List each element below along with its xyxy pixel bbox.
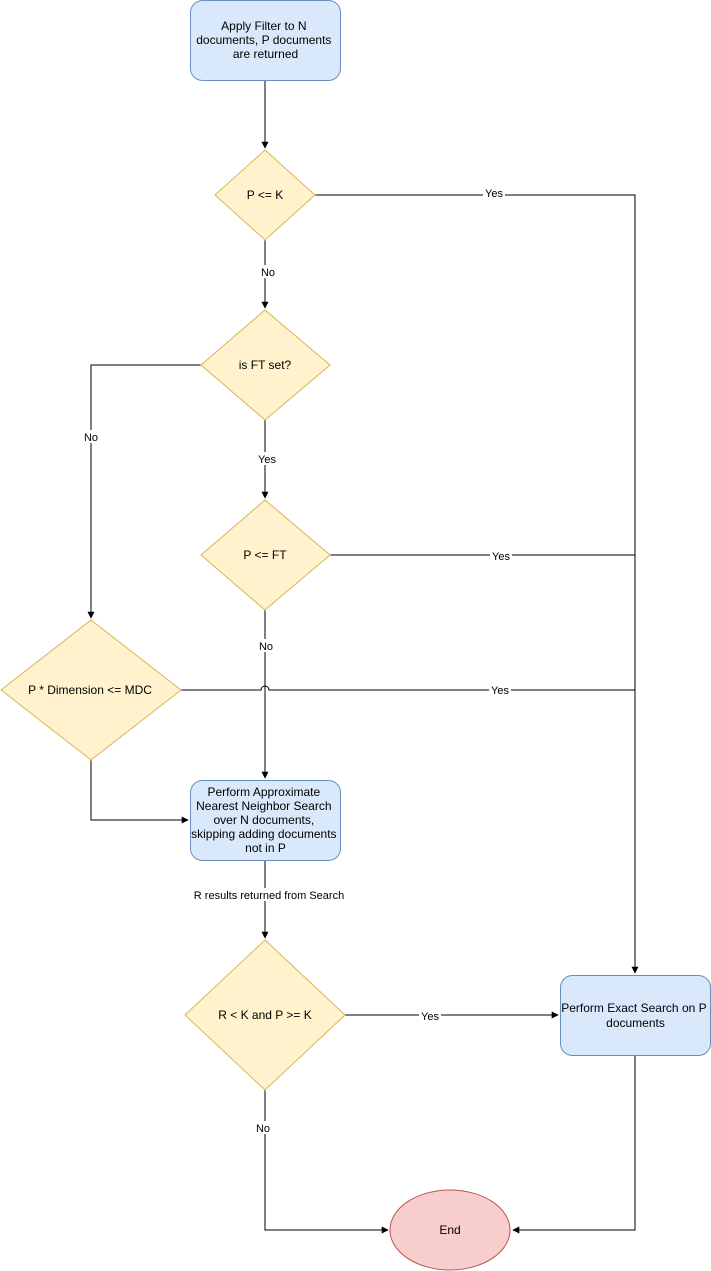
approx-search-line-5: not in P [245, 841, 286, 855]
exact-search-line-1: Perform Exact Search on P [561, 1001, 706, 1015]
is-ft-set-decision: is FT set? [200, 309, 331, 421]
edge-label-r-lt-k-no: No [256, 1123, 270, 1135]
p-le-ft-decision: P <= FT [200, 499, 331, 611]
approx-search-line-1: Perform Approximate [207, 785, 320, 799]
edge-label-p-le-k-yes: Yes [485, 188, 503, 200]
edge-ft-set-no [87, 364, 201, 619]
r-lt-k-label: R < K and P >= K [218, 1008, 312, 1022]
svg-text:Apply Filter to N docume: Apply Filter to N documents, P documents… [196, 19, 335, 61]
svg-text:Perform Exact Search on P: Perform Exact Search on P documents [561, 1001, 710, 1030]
edge-label-p-le-k-no: No [261, 267, 275, 279]
exact-search-line-2: documents [606, 1016, 665, 1030]
edge-r-lt-k-no [264, 1090, 389, 1234]
end-node: End [389, 1189, 511, 1271]
approx-search-line-4: skipping adding documents [191, 827, 336, 841]
p-le-ft-label: P <= FT [243, 548, 287, 562]
apply-filter-line-2: documents, P documents [196, 33, 331, 47]
edge-label-p-le-ft-no: No [259, 641, 273, 653]
p-le-k-decision: P <= K [214, 149, 316, 241]
p-dim-le-mdc-decision: P * Dimension <= MDC [0, 619, 182, 761]
apply-filter-node: Apply Filter to N documents, P documents… [190, 0, 341, 81]
edges [87, 80, 639, 1234]
edge-label-r-lt-k-yes: Yes [421, 1011, 439, 1023]
edge-p-le-k-yes [315, 194, 639, 974]
p-le-k-label: P <= K [247, 188, 283, 202]
edge-label-ft-set-yes: Yes [258, 454, 276, 466]
edge-mdc-no [90, 760, 189, 824]
apply-filter-line-1: Apply Filter to N [221, 19, 306, 33]
approx-search-line-2: Nearest Neighbor Search [196, 799, 331, 813]
edge-mdc-yes [181, 685, 635, 691]
is-ft-set-label: is FT set? [239, 358, 292, 372]
approx-search-node: Perform Approximate Nearest Neighbor Sea… [190, 780, 341, 861]
edge-label-mdc-yes: Yes [491, 685, 509, 697]
r-lt-k-decision: R < K and P >= K [184, 939, 346, 1091]
apply-filter-line-3: are returned [233, 47, 298, 61]
p-dim-le-mdc-label: P * Dimension <= MDC [28, 683, 152, 697]
end-label: End [439, 1223, 460, 1237]
edge-label-ft-set-no: No [84, 432, 98, 444]
edge-label-p-le-ft-yes: Yes [492, 551, 510, 563]
exact-search-node: Perform Exact Search on P documents [560, 975, 711, 1056]
edge-exact-to-end [512, 1055, 636, 1234]
edge-labels: Yes No No Yes Yes No Yes R results retur… [83, 187, 512, 1135]
approx-search-line-3: over N documents, [213, 813, 314, 827]
svg-text:Perform Approximate Near: Perform Approximate Nearest Neighbor Sea… [191, 785, 340, 855]
edge-label-search-results: R results returned from Search [194, 890, 344, 902]
